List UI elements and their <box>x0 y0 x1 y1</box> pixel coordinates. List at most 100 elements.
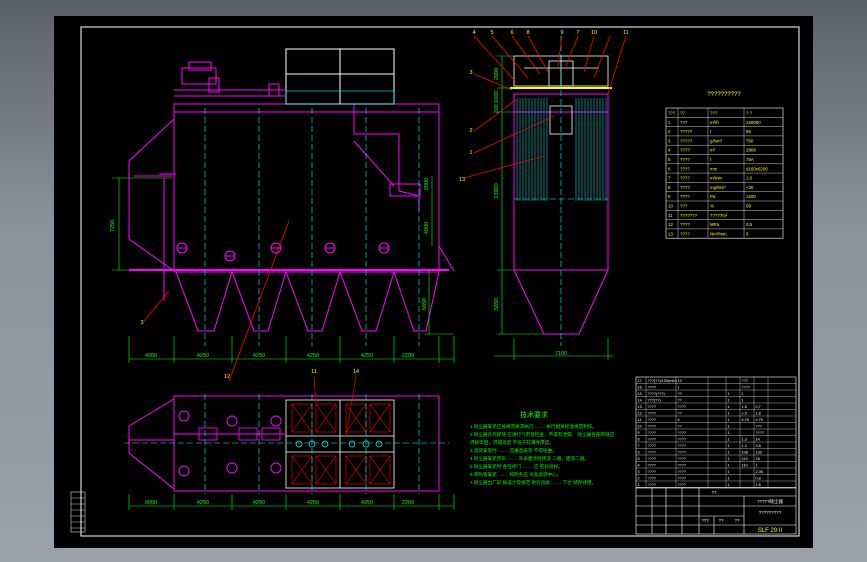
front-vdim-2: 5850 <box>422 298 428 310</box>
bom-cell: ???? <box>678 444 686 448</box>
bom-cell: ???? <box>678 464 686 468</box>
parameter-cell: Nm³/min <box>710 231 727 236</box>
tech-note-4: 3.滤袋安装时 ........ 应垂直安装 不得扭曲。 <box>470 447 557 454</box>
bom-cell: ???? <box>678 405 686 409</box>
bom-cell: 7 <box>638 444 640 448</box>
filter-bags <box>516 98 607 201</box>
parameter-cell: 78A <box>746 157 754 162</box>
side-balloon-8: 8 <box>526 30 529 36</box>
parameter-cell: 3 <box>668 138 671 143</box>
parameter-cell: ?? <box>680 111 685 116</box>
side-balloon-11: 11 <box>623 30 629 36</box>
parameter-cell: 2908 <box>746 148 756 153</box>
parameter-cell: ???? <box>680 148 690 153</box>
bom-cell: 13 <box>678 379 682 383</box>
front-rdim-1: 2000 <box>424 178 430 190</box>
front-dim-4: 4250 <box>307 353 319 359</box>
parameter-cell: <30 <box>746 185 754 190</box>
bom-cell: 8 <box>638 438 640 442</box>
front-vdim-1: 7250 <box>110 220 116 232</box>
parameter-cell: mg/Nm³ <box>710 185 726 190</box>
parameter-cell: 150000 <box>746 120 761 125</box>
parameter-cell: g/Nm³ <box>710 138 722 143</box>
bom-cell: ???? <box>648 412 656 416</box>
parameter-cell: ???? <box>680 231 690 236</box>
bom-cell: 2.06 <box>756 470 763 474</box>
bom-cell: 17 <box>638 379 642 383</box>
parameter-cell: 1.0 <box>746 176 753 181</box>
bom-cell: ???? <box>648 386 656 390</box>
parameter-cell: 7 <box>668 176 671 181</box>
bom-cell: ???? <box>678 451 686 455</box>
plan-dim-1: 9000 <box>145 500 157 506</box>
parameter-cell: 1 <box>668 120 671 125</box>
parameter-cell: ???? <box>680 157 690 162</box>
bom-cell: ???? <box>678 477 686 481</box>
bom-cell: 3.8 <box>756 444 761 448</box>
bom-cell: 13 <box>638 405 642 409</box>
bom-cell: 14 <box>756 438 760 442</box>
side-vdim-4: 5850 <box>494 298 500 310</box>
front-dim-6: 2200 <box>402 353 414 359</box>
bom-cell: 1.8 <box>756 412 761 416</box>
bom-cell: ???? <box>756 431 764 435</box>
cad-drawing-viewport[interactable]: 4000 4250 4250 4250 4250 2200 7250 5850 … <box>54 16 813 548</box>
bom-cell: 2 <box>638 477 640 481</box>
parameter-cell: 8 <box>668 185 671 190</box>
bom-cell: 133 <box>756 451 762 455</box>
side-view <box>463 35 627 360</box>
parameter-cell: 2 <box>668 129 671 134</box>
title-block-scale-1: ??? <box>701 518 709 523</box>
side-balloon-6: 6 <box>510 30 513 36</box>
bom-cell: 1 <box>728 418 730 422</box>
parameter-cell: ???? <box>680 166 690 171</box>
parameter-cell: 11 <box>668 213 673 218</box>
tech-note-5: 4.除尘器安装完毕 ........ 外表面涂防锈漆 二遍，面漆二遍。 <box>470 455 589 462</box>
front-dim-1: 4000 <box>145 353 157 359</box>
side-balloon-9: 9 <box>560 30 563 36</box>
bom-cell: 1 <box>728 412 730 416</box>
plan-dim-2: 4250 <box>197 500 209 506</box>
bom-cell: 16 <box>638 386 642 390</box>
parameter-cell: ??? <box>680 120 688 125</box>
side-balloon-3: 3 <box>469 70 472 76</box>
cad-drawing: 4000 4250 4250 4250 4250 2200 7250 5850 … <box>70 26 800 537</box>
drawing-border <box>80 26 800 537</box>
parameter-cell: ??? <box>668 111 676 116</box>
parameter-cell: 750 <box>746 138 754 143</box>
bom-cell: 10 <box>638 425 642 429</box>
parameter-cell: ????? <box>680 129 693 134</box>
parameter-cell: ??????? <box>680 213 698 218</box>
tech-note-8: 7.除尘器出厂前 按设计及规范 进行验收 ........ 下仓 储存待用。 <box>470 479 596 486</box>
bom-cell: 113 <box>742 457 748 461</box>
front-rdim-2: 4000 <box>424 222 430 234</box>
bom-cell: 1 <box>728 399 730 403</box>
bom-cell: 1 <box>756 464 758 468</box>
bom-cell: 1.5 <box>742 412 747 416</box>
revision-strip-lines <box>71 497 85 529</box>
side-balloon-5: 5 <box>490 30 493 36</box>
parameter-cell: ???? <box>680 194 690 199</box>
parameter-cell: ??? <box>680 204 688 209</box>
tech-note-6: 5.除尘器安装时 各检修门 ........ 应 密封良好。 <box>470 463 563 470</box>
tech-notes-title: 技术要求 <box>520 410 548 419</box>
bom-cell: 1 <box>728 431 730 435</box>
plan-dim-5: 4250 <box>361 500 373 506</box>
bom-cell: ???? <box>648 470 656 474</box>
parameter-cell: 13 <box>668 231 673 236</box>
plan-dim-6: 2200 <box>402 500 414 506</box>
parameter-cell: t <box>710 157 712 162</box>
parameter-cell: ???? <box>680 185 690 190</box>
bom-cell: 1 <box>638 483 640 487</box>
side-balloon-4: 4 <box>472 30 475 36</box>
parameter-cell: ???? <box>680 222 690 227</box>
parameter-cell: 9 <box>668 194 671 199</box>
bom-cell: 5 <box>638 457 640 461</box>
bom-cell: ???? <box>648 418 656 422</box>
bom-cell: 1 <box>728 451 730 455</box>
bom-cell: ???(??)/100(min) <box>648 379 678 383</box>
side-vdim-2: 200 1000 <box>494 91 500 114</box>
side-balloon-10: 10 <box>591 30 597 36</box>
bom-cell: ???? <box>648 405 656 409</box>
